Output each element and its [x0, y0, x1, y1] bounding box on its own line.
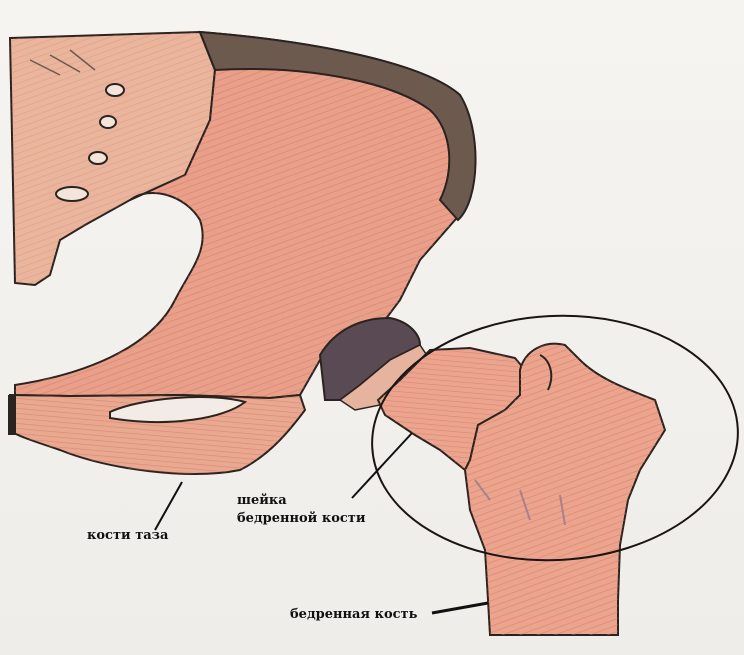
sacral-foramen: [100, 116, 116, 128]
sacral-foramen: [106, 84, 124, 96]
label-femoral-neck-line1: шейка: [237, 492, 366, 510]
pelvis-pointer: [155, 482, 182, 530]
neck-pointer: [352, 433, 412, 498]
sacral-foramen: [89, 152, 107, 164]
label-femoral-neck-line2: бедренной кости: [237, 510, 366, 528]
label-femur: бедренная кость: [290, 606, 417, 624]
femur-pointer: [432, 603, 488, 613]
label-femoral-neck: шейка бедренной кости: [237, 492, 366, 528]
label-pelvic-bones: кости таза: [87, 527, 168, 545]
sacral-foramen: [56, 187, 88, 201]
